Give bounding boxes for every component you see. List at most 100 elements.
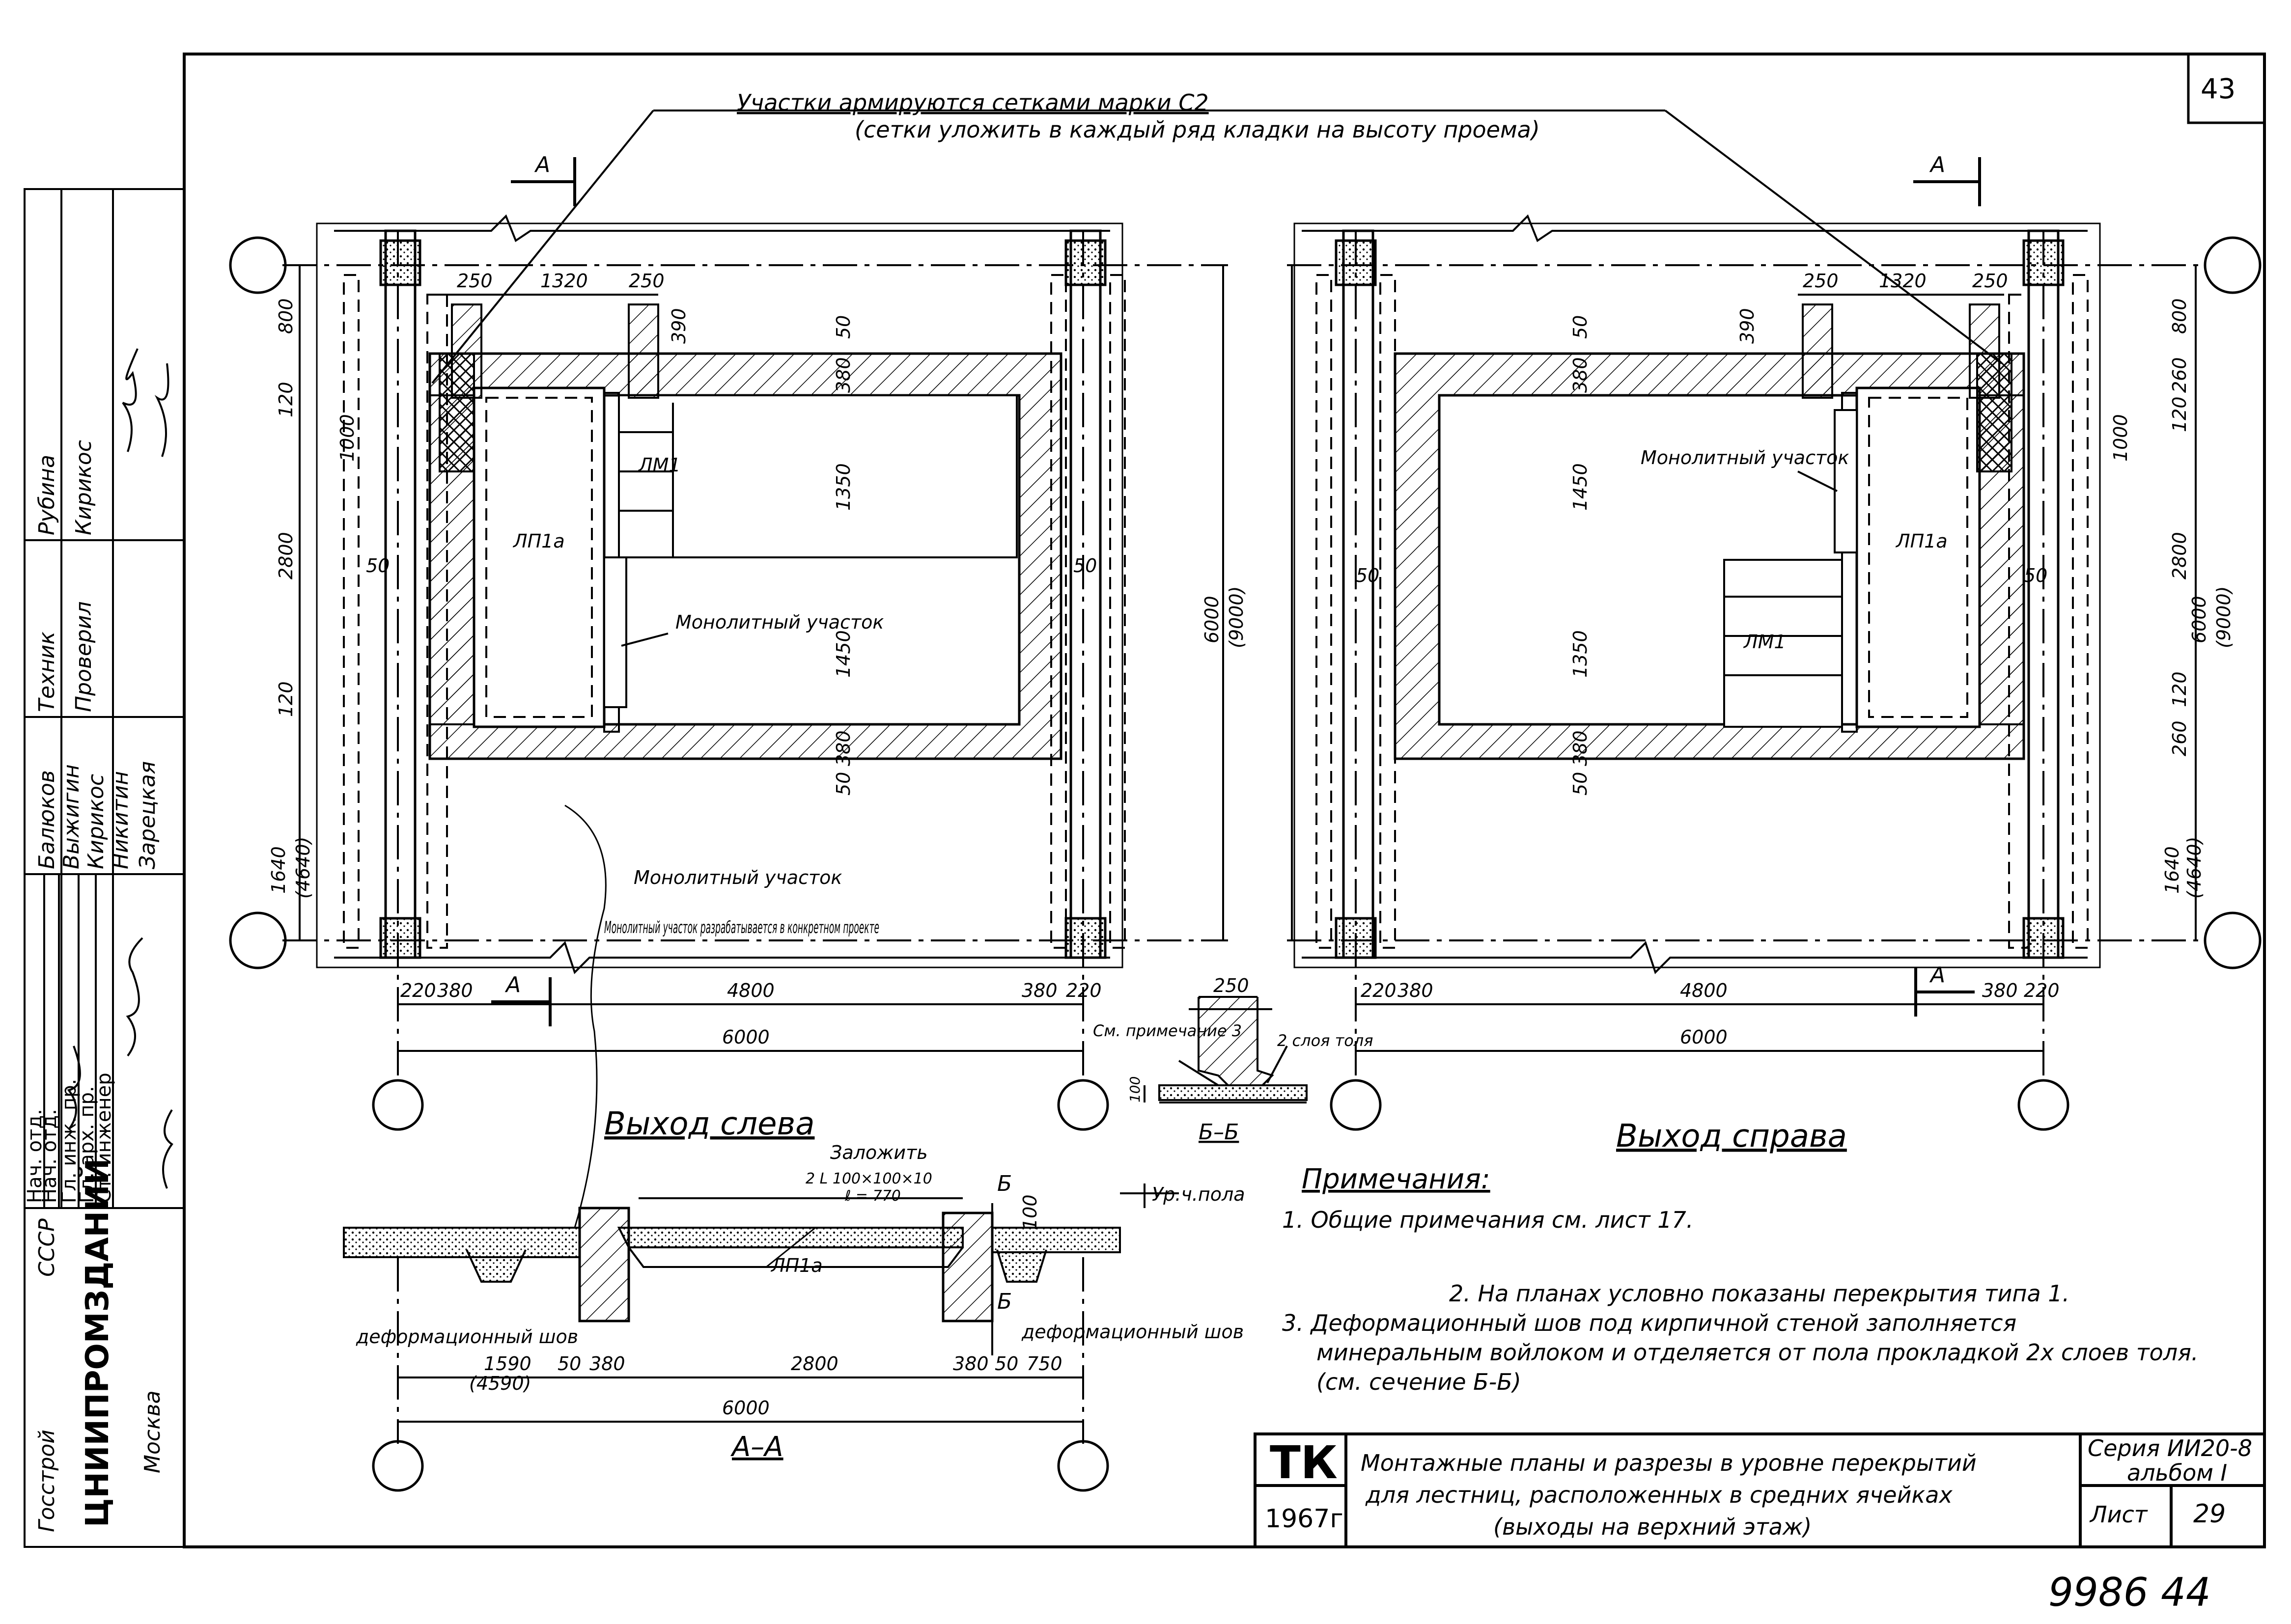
plan-left-title: Выход слева — [604, 1106, 814, 1142]
aa-dim: 50 — [995, 1353, 1018, 1375]
plan-right-lp-label: ЛП1а — [1895, 530, 1948, 552]
plan-left-lp-label: ЛП1а — [512, 530, 565, 552]
plan-left-dim-bottom: 380 — [1022, 980, 1058, 1001]
top-note-line1: Участки армируются сетками марки С2 — [737, 89, 1209, 116]
archive-number: 9986 44 — [2048, 1569, 2211, 1615]
aa-dim: 750 — [1027, 1353, 1062, 1375]
plan-right-dim-vert: 120 — [2169, 671, 2190, 707]
plan-left — [282, 157, 1228, 1228]
plan-right-dim-inner: 1350 — [1569, 630, 1591, 678]
plan-right-dim-overall: 6000 — [2188, 596, 2210, 643]
aa-embed-3: ℓ = 770 — [844, 1187, 901, 1205]
plan-left-dim-vert: 800 — [275, 298, 297, 334]
plan-right-dim-small: 1000 — [2110, 414, 2131, 462]
plan-left-dim-top: 250 — [629, 270, 665, 292]
bb-layers: 2 слоя толя — [1277, 1031, 1373, 1050]
note-item: минеральным войлоком и отделяется от пол… — [1316, 1339, 2199, 1366]
plan-left-dim-total: 6000 — [722, 1026, 770, 1048]
notes-heading: Примечания: — [1302, 1163, 1490, 1195]
aa-embed-1: Заложить — [830, 1142, 928, 1163]
plan-right-dim-small: 50 — [2024, 565, 2047, 586]
plan-right-dim-small: 390 — [1736, 308, 1758, 344]
plan-right-dim-bottom: 4800 — [1680, 980, 1728, 1001]
plan-left-monolith-label: Монолитный участок — [675, 611, 884, 633]
plan-right-dim-top: 250 — [1803, 270, 1839, 292]
aa-seam-right: деформационный шов — [1021, 1321, 1244, 1343]
stamp-name: Кирикос — [84, 774, 109, 869]
aa-dim: 380 — [589, 1353, 625, 1375]
aa-title: А–А — [730, 1431, 783, 1463]
plan-right-dim-vert: (4640) — [2183, 837, 2205, 899]
aa-dim-100: 100 — [1019, 1194, 1041, 1230]
plan-left-lm-label: ЛМ1 — [638, 454, 681, 476]
section-bb — [1144, 996, 1308, 1103]
plan-right-dim-small: 50 — [1569, 315, 1591, 339]
side-stamp — [24, 188, 185, 1548]
plan-right-lm-label: ЛМ1 — [1743, 631, 1786, 653]
stamp-role: Проверил — [71, 601, 96, 712]
plan-left-dim-small: 380 — [833, 357, 854, 393]
stamp-name: Кирикос — [71, 440, 96, 535]
top-note-line2: (сетки уложить в каждый ряд кладки на вы… — [855, 116, 1540, 143]
tb-album: альбом I — [2127, 1459, 2227, 1486]
bb-title: Б–Б — [1199, 1120, 1239, 1145]
aa-dim: 2800 — [791, 1353, 838, 1375]
stamp-name: Выжигин — [59, 764, 84, 869]
plan-right-section-top: А — [1929, 152, 1945, 177]
plan-left-dim-overall: (9000) — [1226, 586, 1247, 648]
note-item: 3. Деформационный шов под кирпичной стен… — [1282, 1310, 2016, 1336]
tb-title-2: для лестниц, расположенных в средних яче… — [1365, 1482, 1953, 1508]
stamp-org2: СССР — [34, 1218, 59, 1277]
aa-dim: 50 — [558, 1353, 581, 1375]
stamp-role: Нач. отд. — [38, 1109, 61, 1203]
plan-left-dim-top: 1320 — [540, 270, 588, 292]
plan-right-monolith-label: Монолитный участок — [1641, 447, 1849, 468]
plan-right-dim-vert: 260 — [2169, 357, 2190, 393]
aa-dim: (4590) — [469, 1373, 531, 1394]
plan-right-dim-top: 250 — [1972, 270, 2008, 292]
aa-dim: 1590 — [484, 1353, 531, 1375]
plan-left-dim-small: 50 — [833, 772, 854, 796]
plan-right-dim-top: 1320 — [1879, 270, 1927, 292]
tb-sheet-label: Лист — [2089, 1501, 2148, 1528]
note-item: 2. На планах условно показаны перекрытия… — [1449, 1280, 2069, 1307]
plan-right-dim-vert: 260 — [2169, 720, 2190, 756]
stamp-role: Гл. инж. пр. — [58, 1079, 81, 1203]
axis-markers — [229, 236, 2262, 1492]
stamp-institute: ЦНИИПРОМЗДАНИЙ — [79, 1158, 116, 1527]
tb-year: 1967г — [1265, 1504, 1343, 1534]
plan-right-dim-small: 380 — [1569, 357, 1591, 393]
plan-left-dim-small: 1000 — [336, 414, 358, 462]
title-block — [1254, 1432, 2266, 1548]
stamp-name: Зарецкая — [135, 761, 160, 869]
plan-left-dim-bottom: 380 — [437, 980, 473, 1001]
stamp-role: Гл. арх. пр. — [76, 1086, 98, 1203]
plan-left-dim-vert: 120 — [275, 382, 297, 417]
bb-ref: См. примечание 3 — [1093, 1021, 1242, 1040]
plan-left-dim-small: 50 — [366, 555, 390, 577]
plan-right-dim-small: 50 — [1569, 772, 1591, 796]
plan-left-dim-vert: 120 — [275, 681, 297, 717]
bb-dim-side: 100 — [1127, 1076, 1143, 1102]
plan-left-section-top: А — [534, 152, 550, 177]
aa-dim-total: 6000 — [722, 1397, 770, 1419]
plan-left-dim-vert: 1640 — [268, 846, 289, 894]
plan-right-dim-vert: 2800 — [2169, 532, 2190, 579]
plan-left-dim-inner: 1450 — [833, 630, 854, 678]
plan-left-dim-bottom: 4800 — [727, 980, 775, 1001]
plan-left-dim-vert: (4640) — [292, 837, 314, 899]
plan-right-dim-vert: 1640 — [2161, 846, 2183, 894]
tb-title-1: Монтажные планы и разрезы в уровне перек… — [1361, 1450, 1977, 1476]
stamp-city: Москва — [140, 1390, 165, 1473]
stamp-role: Ст. инженер — [93, 1073, 115, 1203]
plan-left-dim-overall: 6000 — [1201, 596, 1223, 643]
tb-code: ТК — [1270, 1436, 1338, 1489]
plan-right-dim-bottom: 380 — [1397, 980, 1433, 1001]
stamp-name: Рубина — [34, 455, 59, 535]
stamp-role: Нач. отд. — [24, 1109, 46, 1203]
plan-right-dim-bottom: 220 — [1361, 980, 1397, 1001]
plan-right-dim-overall: (9000) — [2213, 586, 2235, 648]
plan-right-dim-vert: 120 — [2169, 396, 2190, 432]
bb-dim-top: 250 — [1213, 975, 1249, 996]
plan-left-dim-top: 250 — [457, 270, 493, 292]
